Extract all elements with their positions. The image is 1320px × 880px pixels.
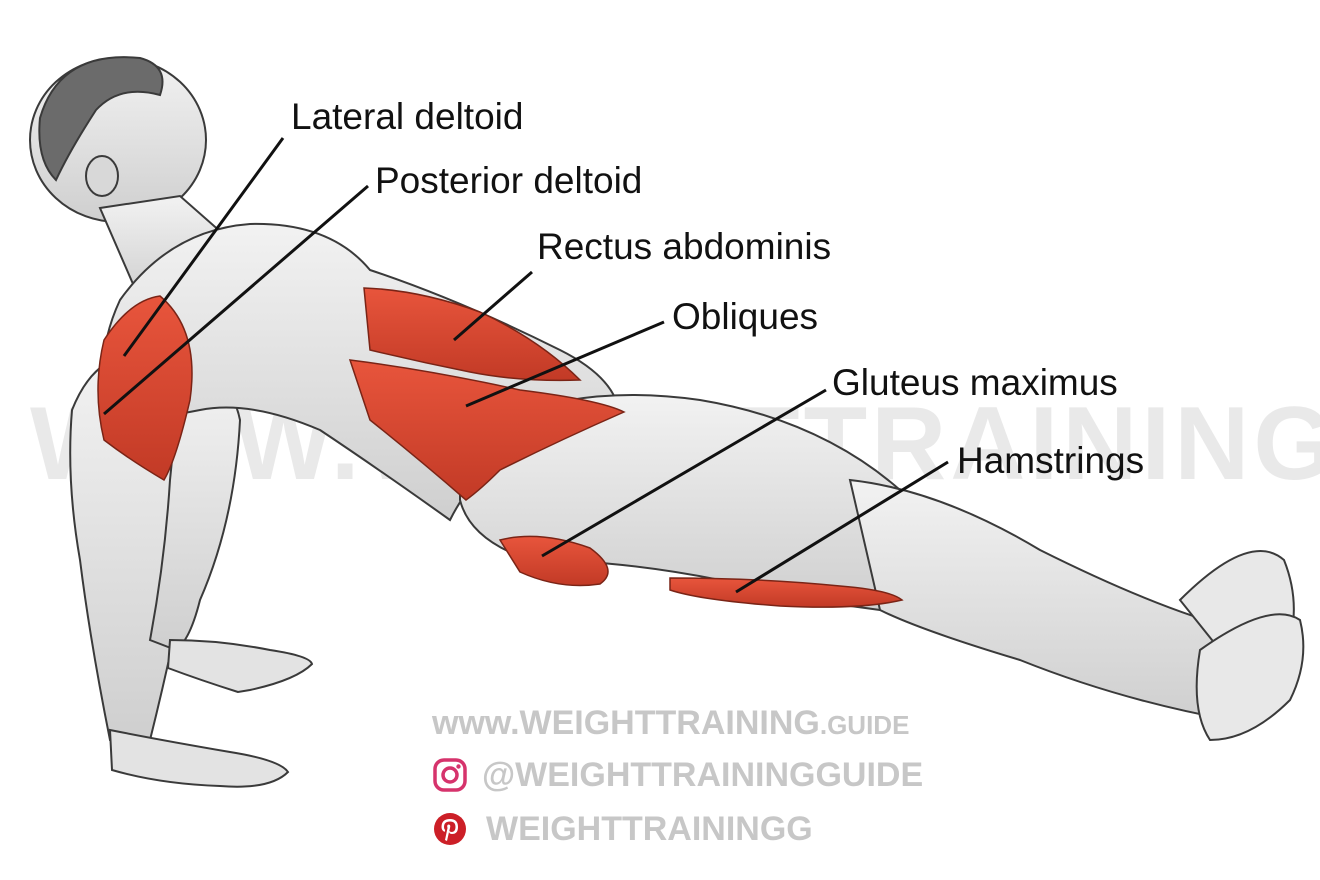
- rectus-abdominis-muscle: [363, 287, 582, 382]
- hamstrings-muscle: [669, 577, 904, 608]
- website-main: www.WEIGHTTRAINING: [432, 704, 820, 742]
- label-hamstrings: Hamstrings: [957, 440, 1145, 481]
- leader-line-obliques: [465, 320, 665, 408]
- pinterest-icon: [434, 813, 466, 845]
- instagram-icon: [433, 758, 467, 792]
- gluteus-maximus-muscle: [498, 535, 609, 587]
- obliques-muscle: [348, 359, 626, 501]
- label-rectus-abdominis: Rectus abdominis: [537, 226, 832, 267]
- deltoid-muscle: [97, 295, 193, 482]
- website-credit: www.WEIGHTTRAINING.GUIDE: [432, 706, 909, 740]
- feet: [1178, 550, 1305, 742]
- leader-line-rectus-abdominis: [453, 270, 533, 342]
- label-gluteus-maximus: Gluteus maximus: [832, 362, 1118, 403]
- leader-line-gluteus-maximus: [541, 388, 827, 558]
- label-obliques: Obliques: [672, 296, 819, 337]
- instagram-handle: @WEIGHTTRAININGGUIDE: [482, 756, 924, 794]
- leader-line-lateral-deltoid: [122, 137, 285, 357]
- website-suffix: .GUIDE: [819, 710, 910, 740]
- leader-line-hamstrings: [735, 460, 949, 594]
- label-posterior-deltoid: Posterior deltoid: [375, 160, 643, 201]
- label-lateral-deltoid: Lateral deltoid: [291, 96, 524, 137]
- head: [29, 56, 207, 223]
- leader-line-posterior-deltoid: [103, 184, 369, 416]
- leader-lines: [103, 137, 949, 594]
- front-arm: [148, 377, 314, 694]
- pinterest-handle: WEIGHTTRAININGG: [486, 810, 813, 848]
